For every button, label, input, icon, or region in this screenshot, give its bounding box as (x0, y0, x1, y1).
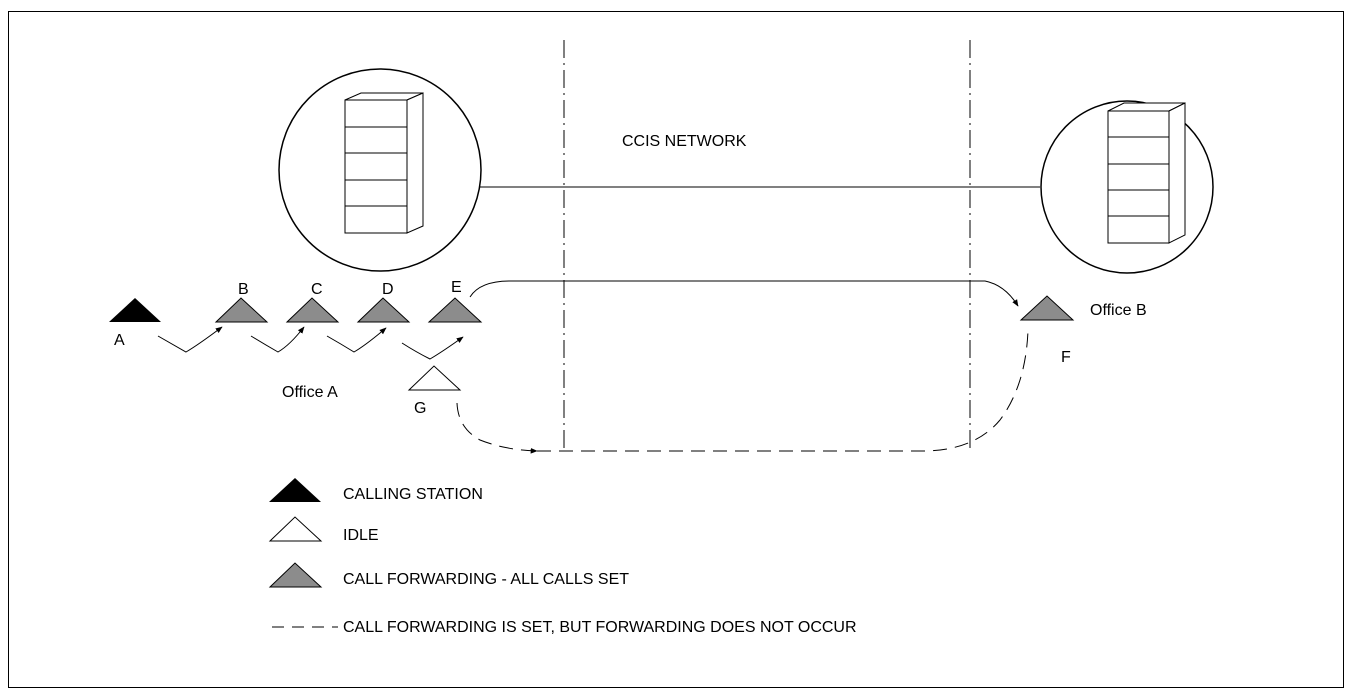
forward-arrow-a-b (157, 326, 223, 353)
dashed-path-g-network (456, 402, 538, 454)
office-b-label: Office B (1090, 302, 1147, 319)
station-e-label: E (451, 279, 462, 296)
station-g-icon (407, 365, 462, 391)
office-a-label: Office A (282, 384, 338, 401)
forward-arrow-c-d (326, 327, 387, 353)
station-f-icon (1019, 295, 1075, 321)
legend-calling-label: CALLING STATION (343, 486, 483, 503)
station-f-label: F (1061, 349, 1071, 366)
station-e-icon (427, 297, 483, 323)
diagram-frame (8, 11, 1344, 688)
legend-forwarding-icon (268, 562, 323, 588)
station-d-label: D (382, 281, 394, 298)
forward-arrow-e-f (469, 280, 1019, 307)
station-g-label: G (414, 400, 426, 417)
legend-calling-icon (269, 478, 321, 502)
legend-forwarding-label: CALL FORWARDING - ALL CALLS SET (343, 571, 629, 588)
station-d-icon (356, 297, 411, 323)
station-b-icon (214, 297, 269, 323)
dashed-path-network-f (537, 329, 1029, 452)
legend-idle-icon (268, 516, 323, 542)
forward-arrow-d-e (401, 336, 464, 360)
legend-idle-label: IDLE (343, 527, 379, 544)
station-c-icon (285, 297, 340, 323)
office-b-switch (1040, 100, 1214, 274)
station-c-label: C (311, 281, 323, 298)
legend: CALLING STATION IDLE CALL FORWARDING - A… (268, 478, 857, 636)
forward-arrow-b-c (250, 326, 305, 353)
office-a-switch (278, 68, 482, 272)
network-label: CCIS NETWORK (622, 133, 747, 150)
station-a-label: A (114, 332, 125, 349)
station-b-label: B (238, 281, 249, 298)
station-a-icon (109, 298, 161, 322)
legend-dashed-label: CALL FORWARDING IS SET, BUT FORWARDING D… (343, 619, 857, 636)
